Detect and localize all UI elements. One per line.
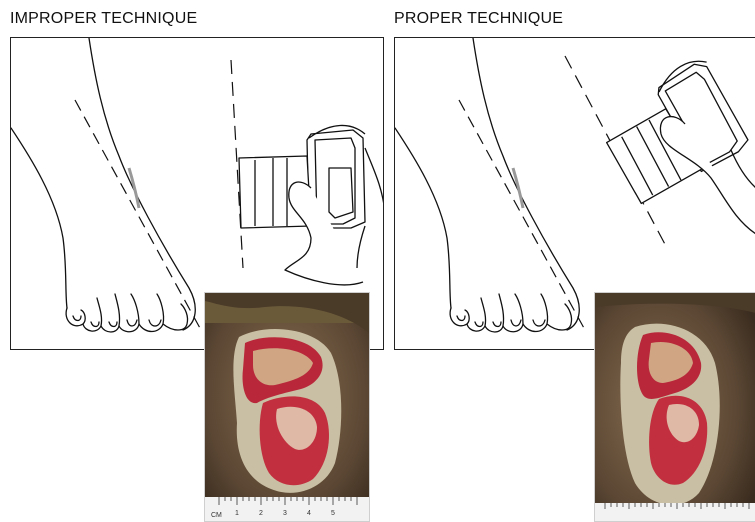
foot-axis-dashed-line [75, 100, 201, 330]
ruler-number: 4 [307, 510, 311, 517]
ruler-number: 1 [235, 510, 239, 517]
ruler-number: 3 [283, 510, 287, 517]
foot-outline [473, 38, 579, 330]
ruler-unit-label: CM [211, 512, 222, 519]
toe [83, 298, 102, 331]
camera-in-hand-icon [239, 125, 384, 284]
wound-photo-icon [595, 293, 755, 521]
proper-technique-title: PROPER TECHNIQUE [394, 10, 563, 28]
ruler-number: 5 [331, 510, 335, 517]
toe [66, 308, 85, 326]
ruler-number: 2 [259, 510, 263, 517]
wound-photograph-left: CM 1 2 3 4 5 [204, 292, 370, 522]
improper-technique-title: IMPROPER TECHNIQUE [10, 10, 197, 28]
foot-outline [89, 38, 195, 330]
toe [523, 294, 548, 332]
foot-heel-outline [11, 128, 67, 308]
toe [101, 294, 120, 332]
foot-axis-dashed-line [459, 100, 585, 330]
toe [485, 294, 504, 332]
wound-photograph-right [594, 292, 755, 522]
toe [139, 294, 164, 332]
toe [467, 298, 486, 331]
toe [119, 294, 139, 332]
toe [503, 294, 523, 332]
wound-photo-icon: CM 1 2 3 4 5 [205, 293, 369, 521]
foot-heel-outline [395, 128, 451, 308]
toe [450, 308, 469, 326]
